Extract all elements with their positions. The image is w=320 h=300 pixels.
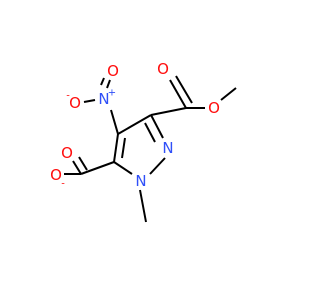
bond-oester-methyl <box>220 87 237 101</box>
charge-oxygen-nitro-left: - <box>66 91 70 102</box>
atom-oxygen-nitro-top: O <box>107 62 119 80</box>
bond-c3-n2-double <box>144 122 156 143</box>
bond-c3-n2 <box>150 114 164 139</box>
atom-nitrogen-ring-1: N <box>135 172 146 190</box>
bond-c3-ccarbonyl <box>150 107 187 116</box>
bond-carbonyl-o <box>169 79 187 109</box>
atom-oxygen-nitro-left: O <box>69 94 81 112</box>
bond-carbonyl-o-double <box>175 75 193 104</box>
bond-n1-c5 <box>113 161 133 175</box>
bond-ccarboxyl-otop-double <box>78 156 88 171</box>
atom-nitrogen-ring-2: N <box>162 139 173 157</box>
bond-c4-c3 <box>117 114 152 135</box>
charge-nitrogen-nitro: + <box>108 88 116 99</box>
atoms: O O N N N + O O - O O - <box>50 60 220 190</box>
bond-nnitro-oleft <box>83 99 96 103</box>
bond-n1-methyl <box>139 189 147 223</box>
atom-oxygen-carbonyl-ester: O <box>157 60 169 78</box>
bond-c5-c4-double <box>121 137 126 159</box>
bond-n2-n1 <box>149 157 166 175</box>
bond-nnitro-otop-double <box>100 77 105 86</box>
bonds <box>64 75 237 223</box>
atom-nitrogen-nitro: N <box>98 90 109 108</box>
charge-oxygen-carboxylate: - <box>61 179 65 190</box>
atom-oxygen-carboxylate-top: O <box>61 144 73 162</box>
atom-oxygen-ester: O <box>208 99 220 117</box>
bond-nnitro-otop <box>106 79 111 89</box>
bond-c5-ccarboxyl <box>80 161 115 175</box>
bond-ccarboxyl-otop <box>72 160 82 175</box>
structure-svg: O O N N N + O O - O O - <box>50 60 237 223</box>
bond-c4-nnitro <box>110 109 119 135</box>
atom-oxygen-carboxylate: O <box>50 166 62 184</box>
molecule-diagram: O O N N N + O O - O O - <box>50 60 237 223</box>
bond-c5-c4 <box>113 133 119 163</box>
